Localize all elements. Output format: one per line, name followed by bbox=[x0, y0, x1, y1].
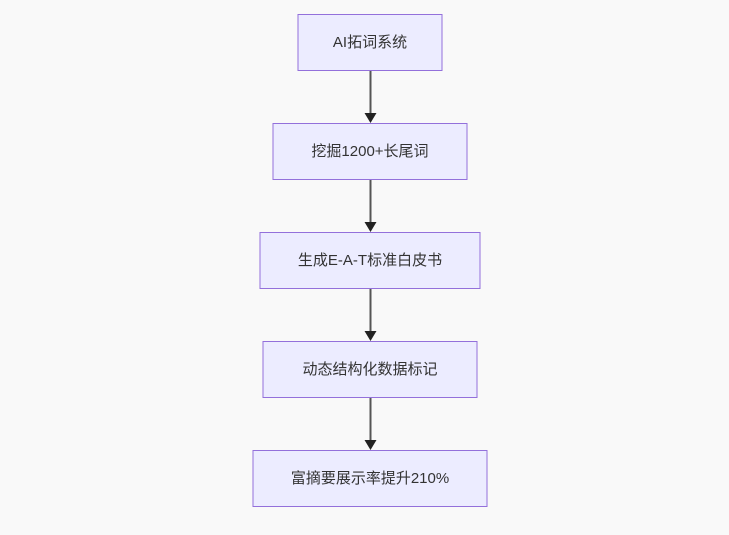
arrow-line bbox=[369, 289, 371, 332]
arrow-connector-3 bbox=[364, 289, 376, 341]
arrow-down-icon bbox=[364, 440, 376, 450]
arrow-line bbox=[369, 398, 371, 441]
arrow-connector-1 bbox=[364, 71, 376, 123]
flow-node-ai-word-system: AI拓词系统 bbox=[297, 14, 443, 71]
flow-node-label: 生成E-A-T标准白皮书 bbox=[297, 252, 443, 269]
arrow-connector-4 bbox=[364, 398, 376, 450]
flow-node-label: AI拓词系统 bbox=[332, 34, 408, 51]
arrow-line bbox=[369, 180, 371, 223]
flow-node-label: 富摘要展示率提升210% bbox=[290, 470, 450, 487]
arrow-line bbox=[369, 71, 371, 114]
flow-node-rich-snippet-rate: 富摘要展示率提升210% bbox=[252, 450, 488, 507]
flowchart-node-stack: AI拓词系统 挖掘1200+长尾词 生成E-A-T标准白皮书 动态结构化数据标记 bbox=[252, 14, 488, 507]
flow-node-eat-whitepaper: 生成E-A-T标准白皮书 bbox=[259, 232, 481, 289]
arrow-connector-2 bbox=[364, 180, 376, 232]
arrow-down-icon bbox=[364, 222, 376, 232]
arrow-down-icon bbox=[364, 113, 376, 123]
flow-node-label: 动态结构化数据标记 bbox=[302, 361, 438, 378]
flow-node-label: 挖掘1200+长尾词 bbox=[311, 143, 429, 160]
flow-node-structured-data-markup: 动态结构化数据标记 bbox=[262, 341, 478, 398]
flow-node-longtail-keywords: 挖掘1200+长尾词 bbox=[272, 123, 468, 180]
arrow-down-icon bbox=[364, 331, 376, 341]
